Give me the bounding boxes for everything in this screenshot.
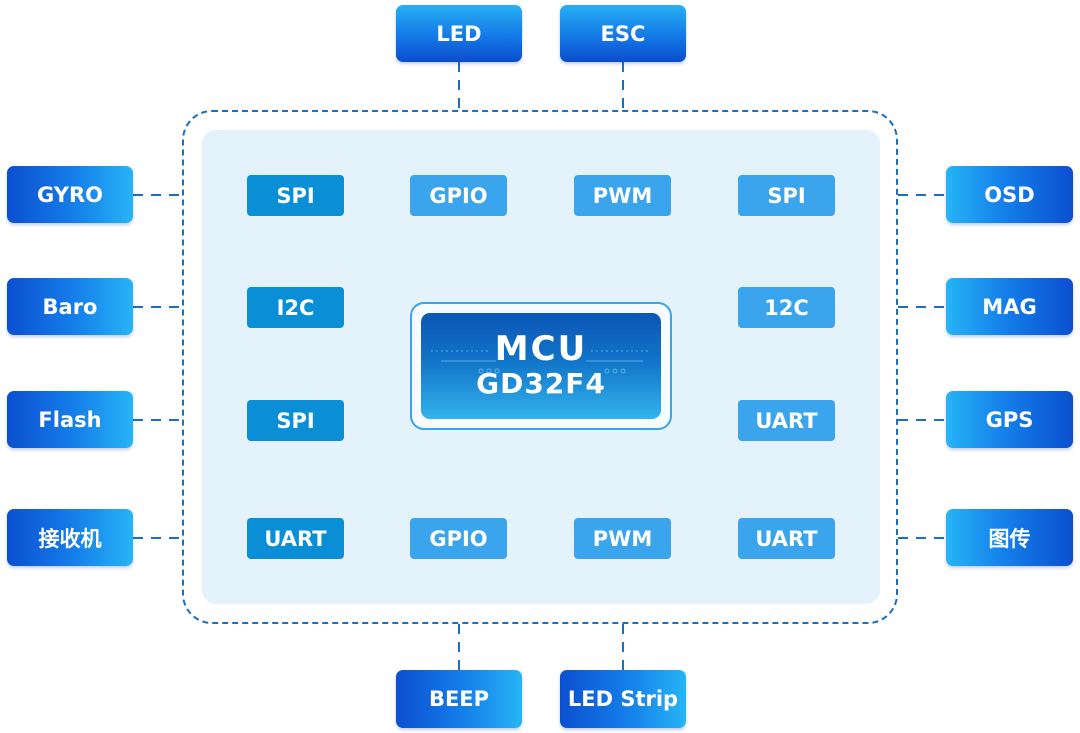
iface-uart-right-1: UART — [738, 400, 835, 441]
module-gyro: GYRO — [7, 166, 133, 223]
module-gps: GPS — [946, 391, 1073, 448]
module-video-tx: 图传 — [946, 509, 1073, 566]
mcu-title: MCU — [494, 329, 588, 369]
iface-uart-right-2: UART — [738, 518, 835, 559]
module-receiver: 接收机 — [7, 509, 133, 566]
module-flash: Flash — [7, 391, 133, 448]
module-mag: MAG — [946, 278, 1073, 335]
module-osd: OSD — [946, 166, 1073, 223]
iface-spi-3: SPI — [247, 400, 344, 441]
module-esc: ESC — [560, 5, 686, 62]
mcu-boundary-dashed — [182, 110, 898, 624]
module-led-strip: LED Strip — [560, 670, 686, 728]
mcu-chip-name: GD32F4 — [476, 367, 606, 400]
iface-spi-1: SPI — [247, 175, 344, 216]
circuit-pattern-icon — [431, 350, 651, 374]
iface-i2c-right: 12C — [738, 287, 835, 328]
module-led: LED — [396, 5, 522, 62]
iface-spi-2: SPI — [738, 175, 835, 216]
iface-i2c-left: I2C — [247, 287, 344, 328]
iface-pwm-1: PWM — [574, 175, 671, 216]
mcu-chip: MCU GD32F4 — [421, 313, 661, 419]
iface-gpio-2: GPIO — [410, 518, 507, 559]
module-beep: BEEP — [396, 670, 522, 728]
iface-gpio-1: GPIO — [410, 175, 507, 216]
iface-uart-left: UART — [247, 518, 344, 559]
iface-pwm-2: PWM — [574, 518, 671, 559]
module-baro: Baro — [7, 278, 133, 335]
